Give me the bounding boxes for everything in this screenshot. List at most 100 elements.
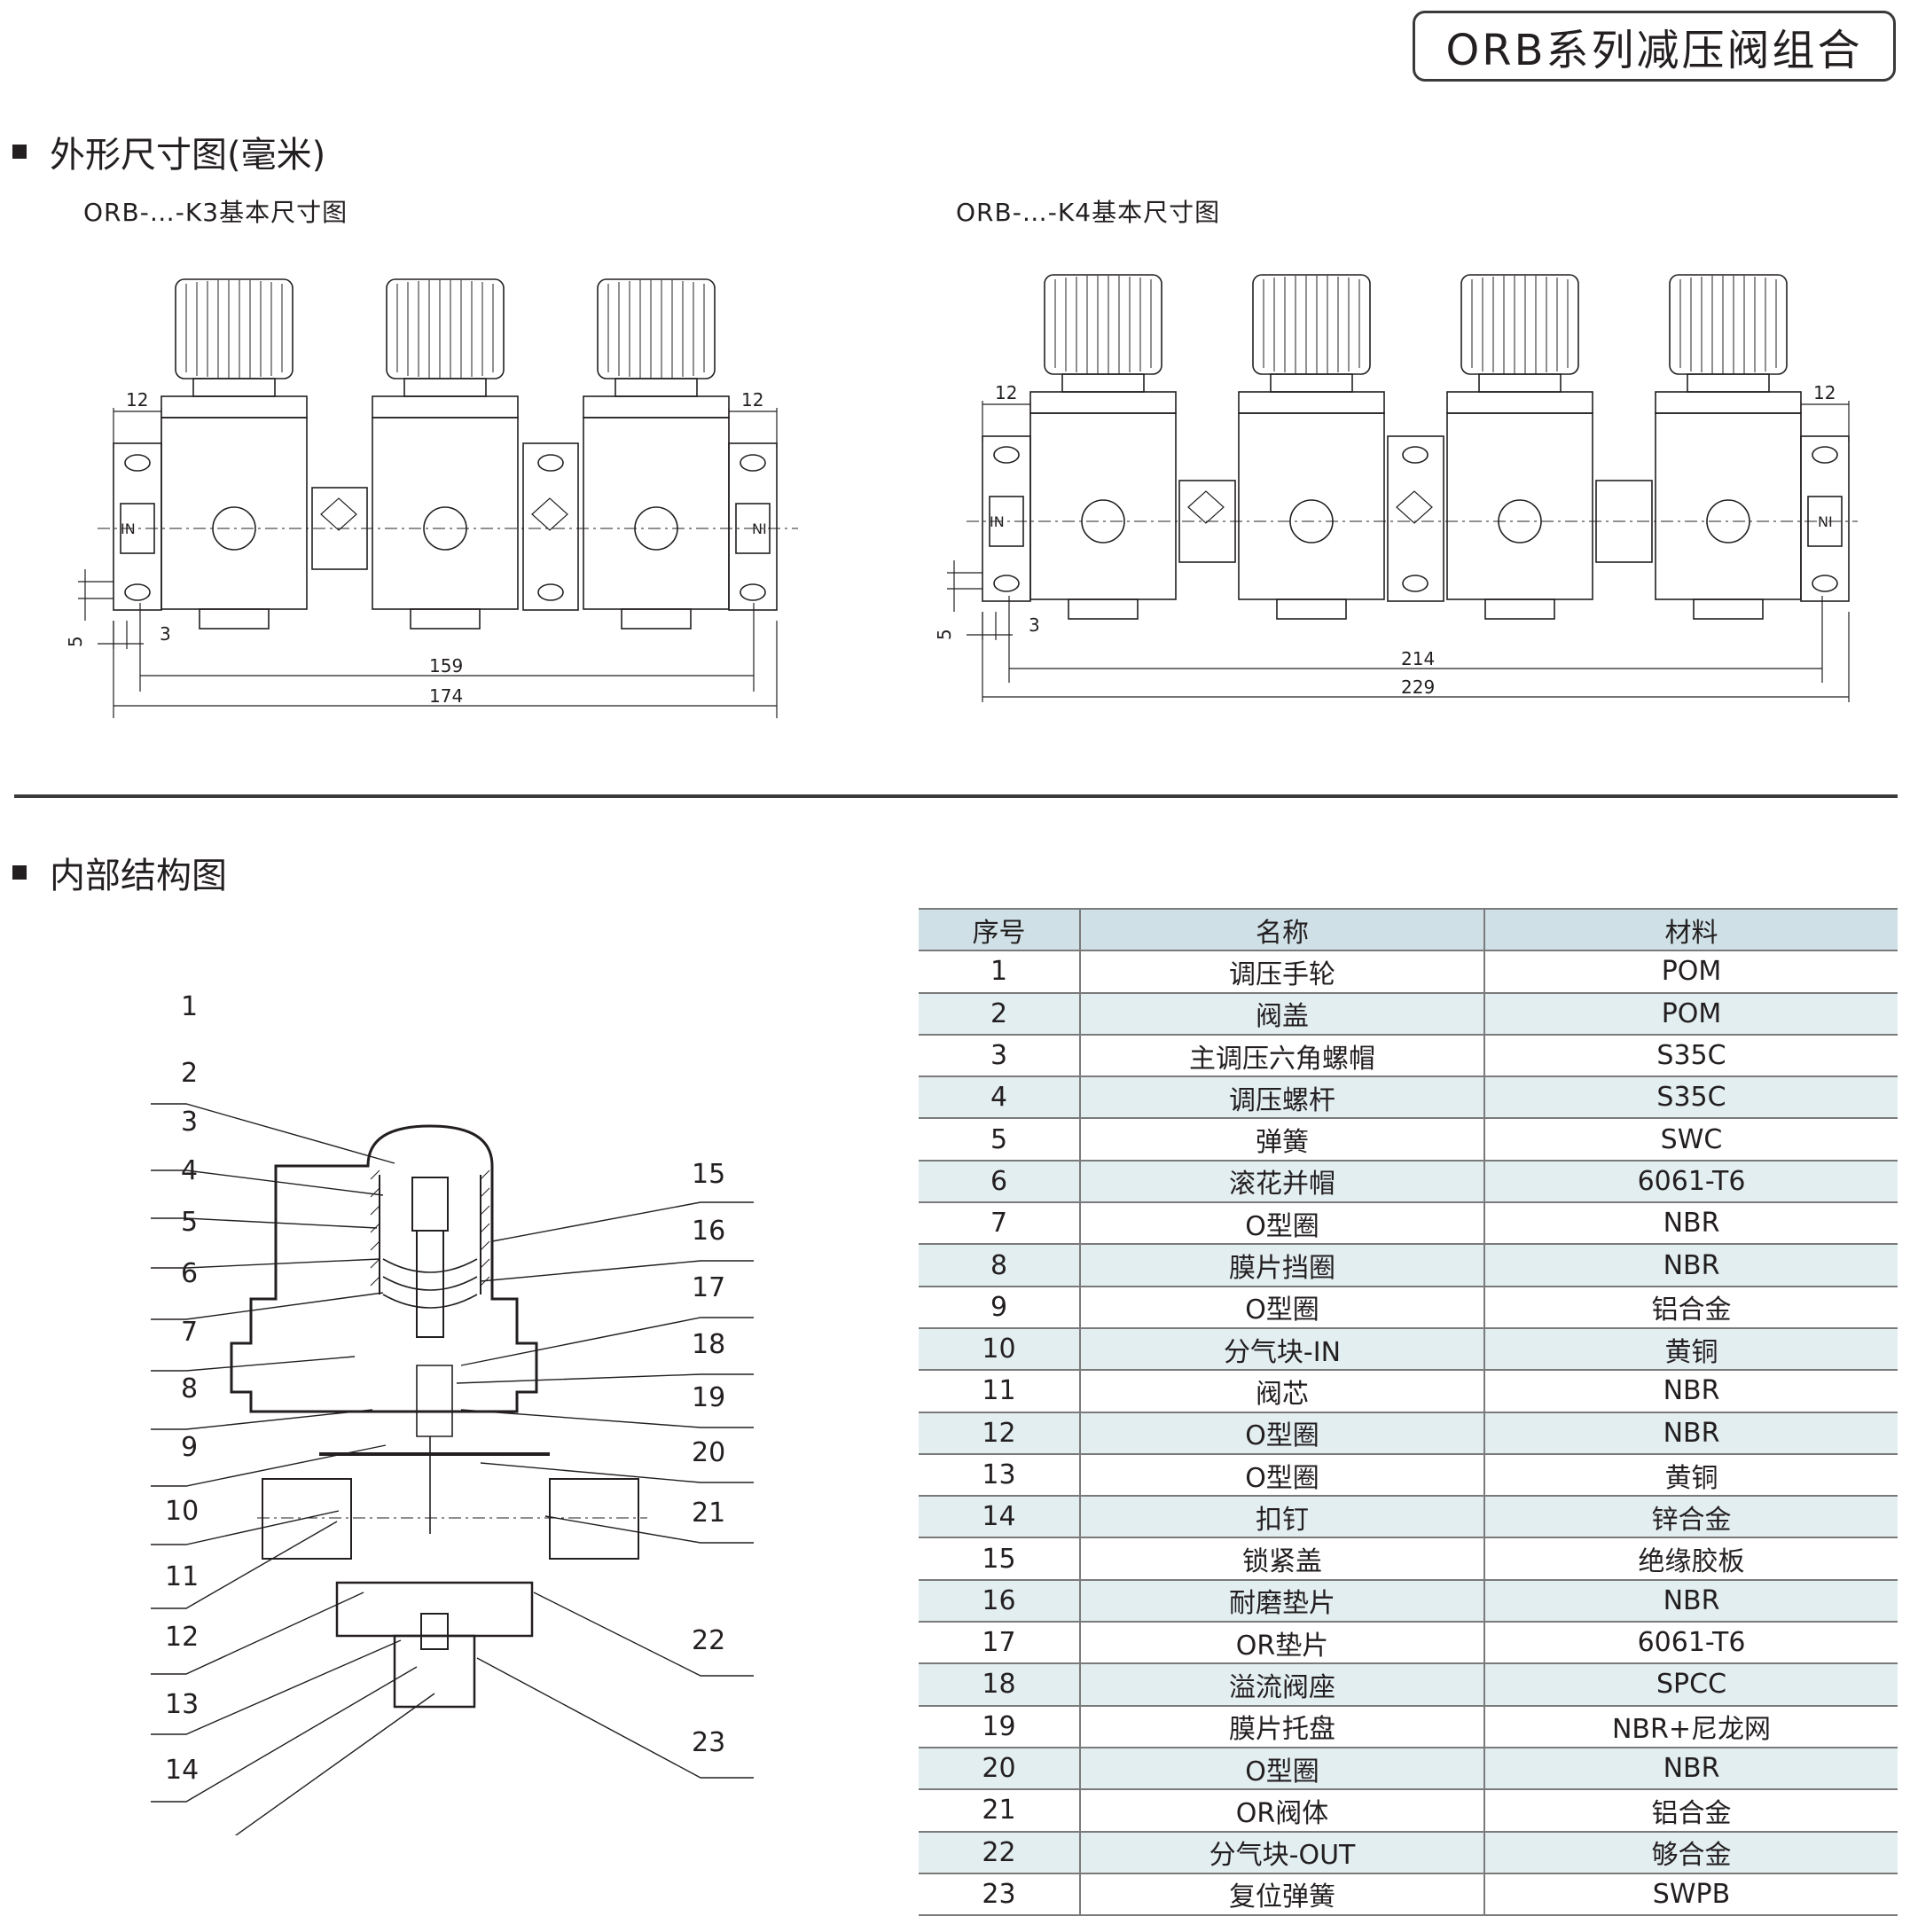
cell-index: 18 [919,1663,1080,1707]
k4-dim-left-12: 12 [995,382,1017,403]
cell-name: 分气块-OUT [1079,1831,1484,1874]
k4-regulator-2 [1238,274,1385,620]
k4-regulator-1 [1029,274,1177,620]
k3-dim-5: 5 [65,636,86,647]
k3-regulator-2 [372,278,519,630]
callout-1: 1 [181,993,198,1022]
header-material: 材料 [1483,907,1898,952]
callout-20: 20 [692,1437,725,1468]
cell-material: 铝合金 [1483,1286,1898,1329]
cell-material: NBR [1483,1412,1898,1455]
caption-k4: ORB-…-K4基本尺寸图 [956,198,1221,227]
cell-index: 8 [919,1244,1080,1287]
k3-regulator-1 [160,278,308,630]
cell-name: 弹簧 [1079,1118,1484,1162]
callout-18: 18 [692,1329,725,1360]
section-structure-title: 内部结构图 [50,856,227,896]
cell-name: 锁紧盖 [1079,1537,1484,1581]
callout-16: 16 [692,1216,725,1247]
header-name: 名称 [1079,907,1484,952]
table-header-row: 序号 名称 材料 [919,907,1898,952]
cell-material: 铝合金 [1483,1789,1898,1833]
cell-index: 20 [919,1747,1080,1791]
callout-21: 21 [692,1498,725,1529]
cell-index: 4 [919,1076,1080,1120]
cell-index: 14 [919,1496,1080,1539]
callout-11: 11 [165,1561,199,1592]
callout-5: 5 [181,1207,198,1238]
k3-port-out-label: NI [752,520,767,537]
cell-index: 16 [919,1579,1080,1623]
callout-4: 4 [181,1155,198,1186]
cell-index: 12 [919,1412,1080,1455]
callout-7: 7 [181,1317,198,1348]
callout-2: 2 [181,1058,198,1089]
cell-name: 分气块-IN [1079,1327,1484,1372]
cell-index: 3 [919,1034,1080,1078]
cell-name: 膜片挡圈 [1079,1244,1484,1287]
cell-name: OR阀体 [1079,1789,1484,1833]
cell-material: NBR [1483,1747,1898,1791]
bullet-square-icon [12,145,27,159]
k4-dim-214: 214 [1401,648,1435,669]
callout-15: 15 [692,1159,725,1190]
cell-index: 17 [919,1622,1080,1665]
cell-material: NBR+尼龙网 [1483,1705,1898,1748]
callout-19: 19 [692,1382,725,1413]
cell-name: OR垫片 [1079,1622,1484,1665]
cell-material: 黄铜 [1483,1453,1898,1498]
cell-index: 13 [919,1453,1080,1498]
cell-material: 6061-T6 [1483,1160,1898,1204]
cell-index: 21 [919,1789,1080,1833]
cell-index: 11 [919,1370,1080,1413]
k4-dim-229: 229 [1401,677,1435,698]
cell-name: 耐磨垫片 [1079,1579,1484,1623]
cell-name: O型圈 [1079,1747,1484,1791]
callout-8: 8 [181,1373,198,1404]
section-structure-heading: 内部结构图 [12,847,227,898]
cell-index: 7 [919,1202,1080,1246]
k4-dimension-drawing: 12 12 5 3 214 229 IN NI [934,274,1858,702]
callout-9: 9 [181,1432,198,1463]
callout-22: 22 [692,1625,725,1656]
k3-dim-3: 3 [160,623,171,645]
cell-material: 6061-T6 [1483,1622,1898,1665]
callout-17: 17 [692,1272,725,1303]
section-dimensions-heading: 外形尺寸图(毫米) [12,126,325,177]
cell-material: NBR [1483,1370,1898,1413]
section-dimensions-title: 外形尺寸图(毫米) [50,135,326,176]
cell-material: 黄铜 [1483,1327,1898,1372]
cell-index: 15 [919,1537,1080,1581]
k3-dim-left-12: 12 [126,389,148,411]
cell-name: 调压螺杆 [1079,1076,1484,1120]
cell-index: 9 [919,1286,1080,1329]
cell-name: 复位弹簧 [1079,1873,1484,1917]
callout-13: 13 [165,1689,199,1720]
callout-14: 14 [165,1755,199,1786]
cell-name: O型圈 [1079,1412,1484,1455]
callout-23: 23 [692,1727,725,1758]
callout-12: 12 [165,1622,199,1653]
cell-material: 绝缘胶板 [1483,1537,1898,1581]
header-index: 序号 [919,907,1080,952]
cell-index: 6 [919,1160,1080,1204]
cell-material: SPCC [1483,1663,1898,1707]
cell-index: 22 [919,1831,1080,1874]
cell-material: POM [1483,992,1898,1036]
cell-material: 够合金 [1483,1831,1898,1874]
